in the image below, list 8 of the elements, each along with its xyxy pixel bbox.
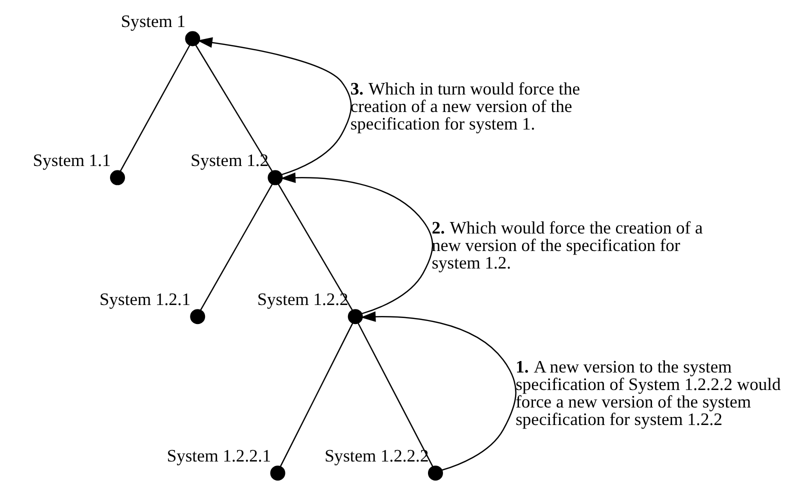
node-label: System 1.2.2 bbox=[256, 288, 348, 309]
node-label: System 1.2.2.1 bbox=[166, 445, 270, 466]
node-label: System 1.2.2.2 bbox=[324, 445, 428, 466]
node-label: System 1.1 bbox=[32, 150, 110, 170]
node-label: System 1.2 bbox=[190, 150, 268, 170]
node-label: System 1 bbox=[120, 11, 186, 32]
edge-label: 1. A new version to the system specification of System 1.2.2.2 would force a new version of the system specification for system 1.2.2 bbox=[515, 356, 780, 430]
node-label: System 1.2.1 bbox=[99, 288, 190, 309]
